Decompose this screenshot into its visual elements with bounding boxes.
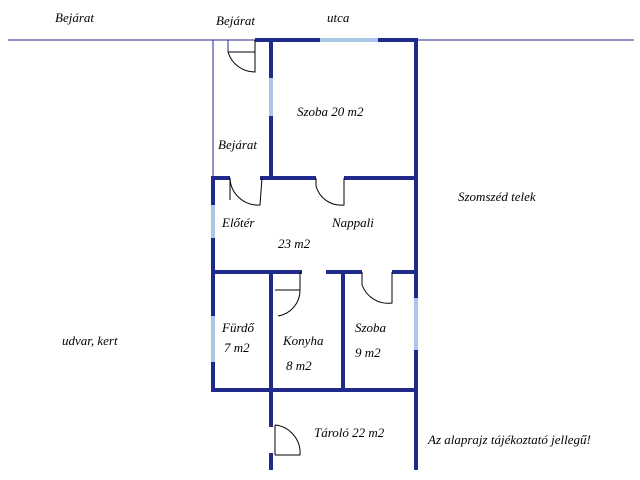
doors xyxy=(227,40,393,456)
label-entrance-left: Bejárat xyxy=(55,10,94,25)
label-living: Nappali xyxy=(332,215,374,230)
label-hall-living-area: 23 m2 xyxy=(278,236,311,251)
label-yard: udvar, kert xyxy=(62,333,118,348)
door-kitchen xyxy=(275,272,301,317)
label-kitchen-area: 8 m2 xyxy=(286,358,312,373)
label-room-big: Szoba 20 m2 xyxy=(297,104,364,119)
label-bath-name: Fürdő xyxy=(222,320,255,335)
door-living xyxy=(315,178,345,206)
label-street: utca xyxy=(327,10,350,25)
windows xyxy=(211,38,418,362)
label-bath-area: 7 m2 xyxy=(224,340,250,355)
door-room-big xyxy=(229,177,263,206)
walls xyxy=(211,38,418,470)
label-hall: Előtér xyxy=(222,215,255,230)
door-entrance-top xyxy=(227,40,256,73)
label-room-small-area: 9 m2 xyxy=(355,345,381,360)
door-storage xyxy=(274,424,301,456)
label-kitchen-name: Konyha xyxy=(283,333,324,348)
label-entrance-top: Bejárat xyxy=(216,13,255,28)
label-room-small-name: Szoba xyxy=(355,320,387,335)
label-note: Az alaprajz tájékoztató jellegű! xyxy=(428,432,591,447)
label-entrance-mid: Bejárat xyxy=(218,137,257,152)
label-storage: Tároló 22 m2 xyxy=(314,425,385,440)
label-neighbor: Szomszéd telek xyxy=(458,189,536,204)
door-room-small xyxy=(361,272,393,304)
